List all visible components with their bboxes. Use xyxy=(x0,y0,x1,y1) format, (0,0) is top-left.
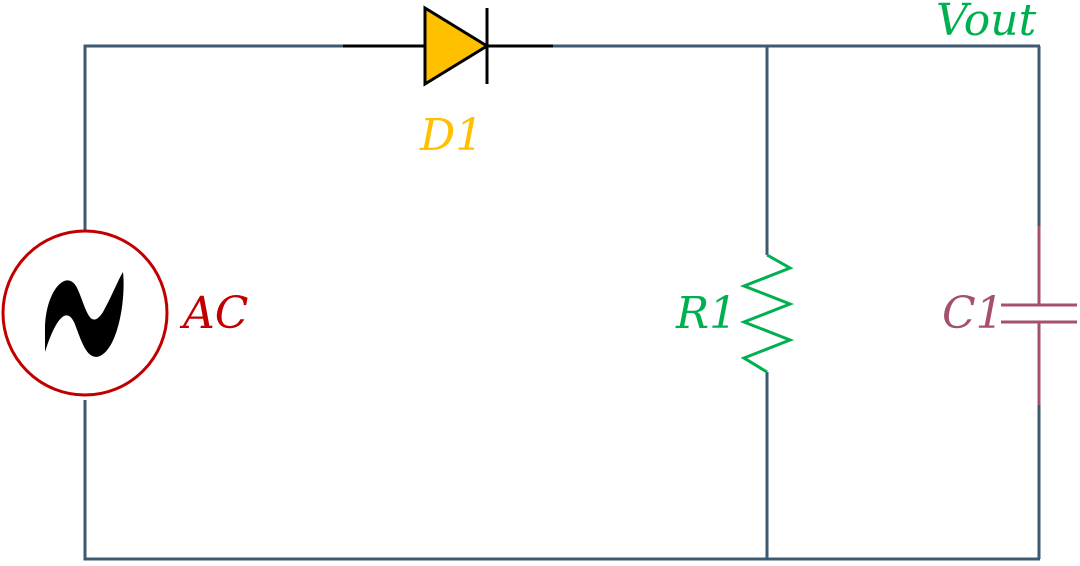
resistor-label: R1 xyxy=(675,288,737,339)
ac-source-label: AC xyxy=(179,288,248,339)
sine-wave-icon xyxy=(45,272,124,357)
diode-label: D1 xyxy=(419,110,483,161)
diode: D1 xyxy=(343,5,553,161)
ac-source: AC xyxy=(1,229,248,397)
capacitor-label: C1 xyxy=(942,288,1004,339)
capacitor: C1 xyxy=(942,226,1077,405)
vout-label: Vout xyxy=(936,0,1037,46)
resistor: R1 xyxy=(675,253,795,374)
wires xyxy=(83,44,1041,561)
resistor-zigzag xyxy=(739,253,795,374)
diode-triangle xyxy=(423,5,490,87)
wire-bottom xyxy=(83,400,1040,561)
wire-left-top xyxy=(83,44,343,230)
